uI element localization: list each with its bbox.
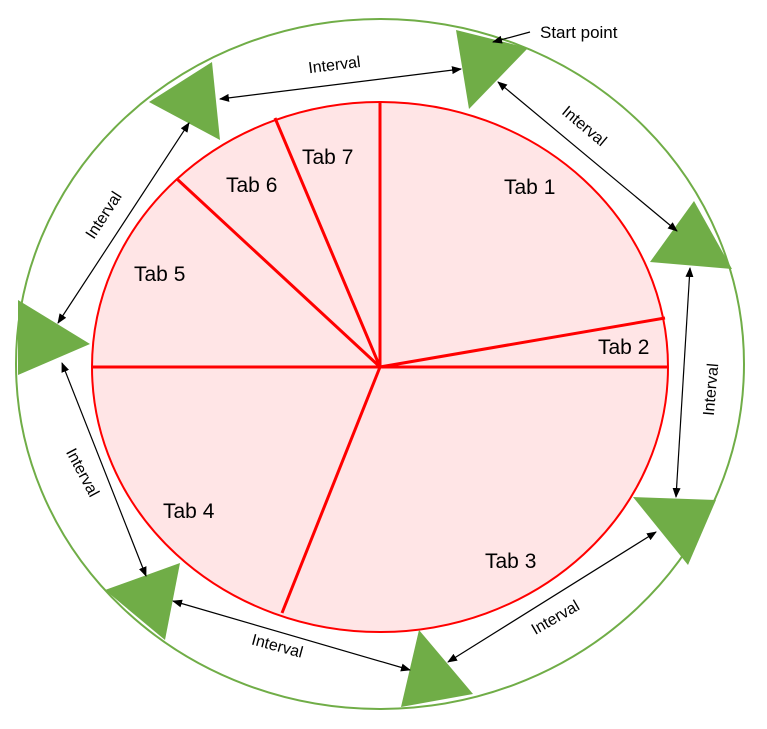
start-point-pointer bbox=[492, 31, 531, 44]
interval-arrow-upper-right bbox=[497, 81, 678, 232]
interval-label-top: Interval bbox=[307, 54, 361, 77]
start-marker-triangle bbox=[456, 30, 528, 109]
start-point-label: Start point bbox=[540, 23, 618, 42]
marker-triangle-4 bbox=[401, 630, 473, 707]
ring-markers bbox=[18, 30, 732, 707]
tab-label-5: Tab 5 bbox=[134, 263, 185, 286]
interval-arrows bbox=[57, 66, 694, 672]
interval-arrow-bottom bbox=[172, 599, 411, 672]
interval-arrow-right bbox=[672, 267, 694, 498]
interval-arrow-upper-left bbox=[57, 122, 190, 324]
interval-label-right: Interval bbox=[701, 363, 723, 417]
divider-tab3-tab4 bbox=[280, 366, 382, 614]
slice-dividers bbox=[92, 102, 668, 614]
tab-label-7: Tab 7 bbox=[302, 146, 353, 169]
tab-label-6: Tab 6 bbox=[226, 174, 277, 197]
tab-label-3: Tab 3 bbox=[485, 550, 536, 573]
tab-label-4: Tab 4 bbox=[163, 500, 215, 523]
marker-triangle-6 bbox=[18, 300, 90, 375]
interval-arrow-lower-right bbox=[447, 531, 657, 663]
divider-tab1-tab2 bbox=[379, 316, 666, 369]
marker-triangle-5 bbox=[105, 563, 180, 640]
divider-tab5-tab6 bbox=[175, 177, 382, 369]
interval-arrow-top bbox=[219, 66, 462, 102]
tab-label-2: Tab 2 bbox=[598, 336, 649, 359]
marker-triangle-3 bbox=[633, 497, 716, 565]
marker-triangle-2 bbox=[650, 201, 732, 269]
interval-arrow-lower-left bbox=[61, 362, 147, 577]
divider-tab6-tab7 bbox=[273, 117, 382, 368]
tab-label-1: Tab 1 bbox=[504, 176, 555, 199]
marker-triangle-7 bbox=[149, 62, 220, 140]
